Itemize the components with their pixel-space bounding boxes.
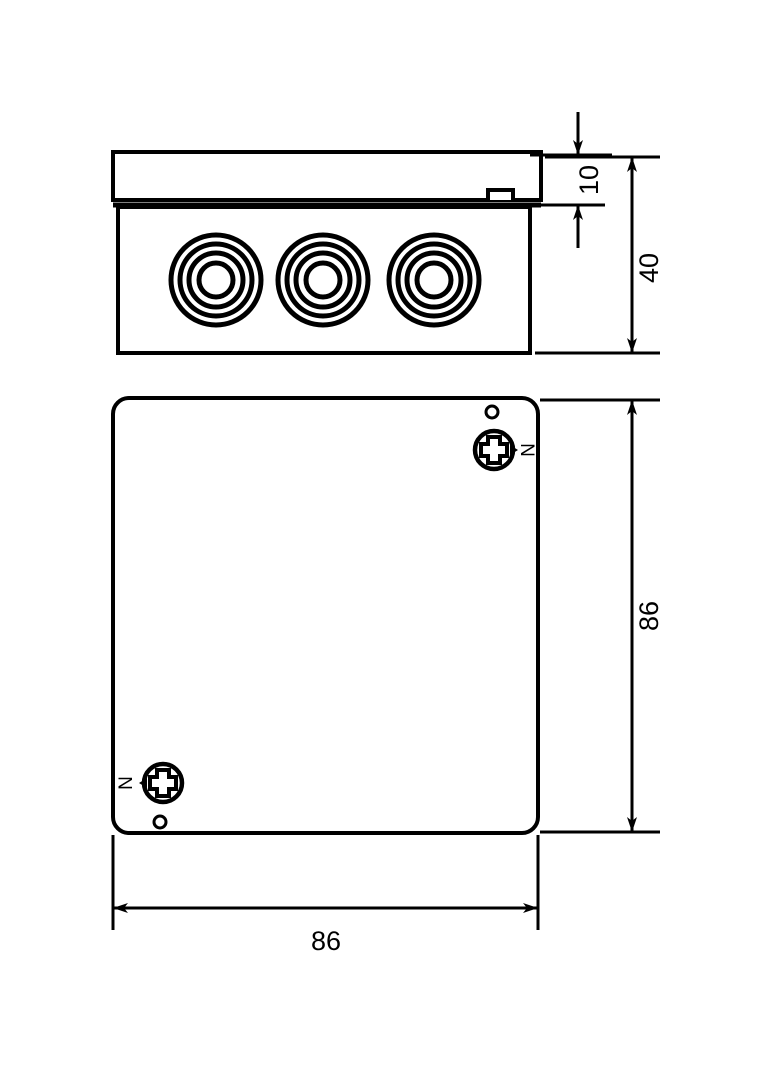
top-plan-view: N N [111, 396, 540, 835]
screw-direction-arrow-top-right [510, 445, 518, 455]
side-view-lid [111, 150, 543, 202]
dim-10-value: 10 [574, 165, 604, 195]
side-view-latch-tab [486, 188, 515, 200]
knockout-group-1 [168, 232, 264, 328]
pilot-hole-top-right [484, 404, 500, 420]
screw-label-top-right: N [516, 443, 537, 457]
phillips-cross-icon-top-right [479, 435, 509, 465]
side-elevation-view [111, 150, 543, 355]
screw-bottom-left: N [116, 761, 185, 830]
dimension-lid-height: 10 [530, 112, 612, 248]
knockout-group-2 [275, 232, 371, 328]
screw-direction-arrow-bottom-left [139, 778, 147, 788]
dim-40-value: 40 [634, 253, 664, 283]
dim-86v-value: 86 [634, 601, 664, 631]
screw-top-right: N [472, 404, 537, 472]
screw-label-bottom-left: N [116, 776, 137, 790]
dimension-box-width: 86 [111, 835, 540, 956]
pilot-hole-bottom-left [152, 814, 168, 830]
dimension-body-height: 40 [535, 155, 664, 355]
dimension-box-height: 86 [540, 398, 664, 834]
knockout-group-3 [386, 232, 482, 328]
top-view-outline [111, 396, 540, 835]
dim-86h-value: 86 [311, 926, 341, 956]
phillips-cross-icon-bottom-left [148, 768, 178, 798]
